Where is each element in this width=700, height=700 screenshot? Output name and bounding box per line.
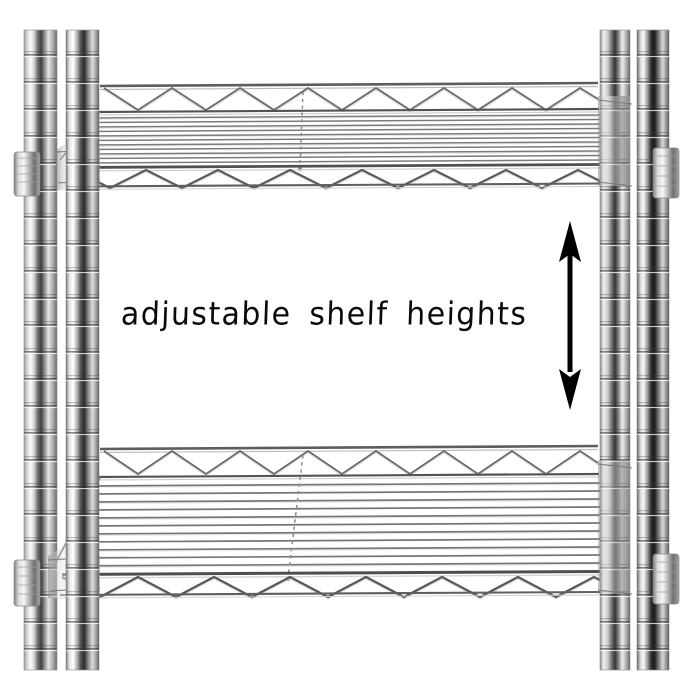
collar-lower-right [652, 553, 680, 605]
upper-shelf-right-bracket [597, 96, 633, 187]
collar-upper-left [13, 151, 41, 197]
lower-shelf [47, 444, 633, 600]
collar-lower-left [13, 559, 41, 607]
lower-shelf-right-bracket [597, 460, 633, 595]
annotation-caption: adjustable shelf heights [120, 295, 528, 334]
post-left-front [65, 29, 100, 671]
upper-shelf [55, 81, 633, 191]
collar-upper-right [652, 147, 680, 199]
double-headed-vertical-arrow [559, 221, 581, 410]
